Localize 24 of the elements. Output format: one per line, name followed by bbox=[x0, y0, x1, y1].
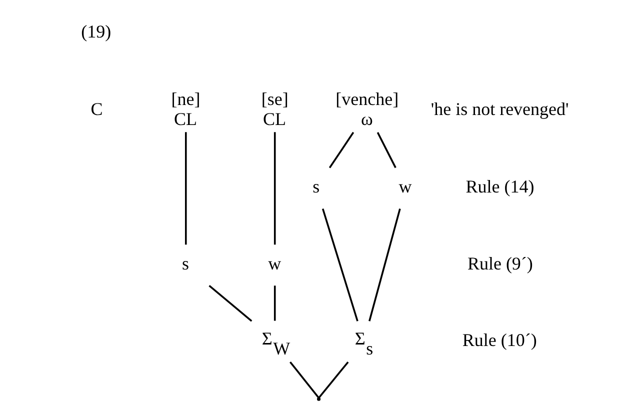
node-text: s bbox=[182, 253, 189, 274]
label: Rule (9´) bbox=[467, 253, 533, 274]
node-text: [ne] CL bbox=[171, 88, 200, 130]
node-point bbox=[317, 397, 321, 401]
label: (19) bbox=[81, 21, 112, 42]
connector bbox=[208, 284, 252, 322]
connector bbox=[318, 361, 349, 398]
connector bbox=[376, 132, 396, 168]
node-text: [se] CL bbox=[261, 88, 288, 130]
connector bbox=[290, 361, 320, 398]
node-text: s bbox=[312, 176, 320, 197]
connector bbox=[274, 132, 276, 245]
label: 'he is not revenged' bbox=[430, 98, 569, 119]
node-text: w bbox=[268, 253, 282, 274]
node-text: w bbox=[398, 176, 412, 197]
node-text: [venche] ω bbox=[336, 88, 399, 130]
label: C bbox=[90, 98, 103, 119]
connector bbox=[328, 132, 354, 168]
label: Rule (10´) bbox=[462, 330, 537, 350]
connector bbox=[322, 208, 358, 322]
label: Rule (14) bbox=[466, 176, 534, 197]
connector bbox=[184, 132, 187, 245]
connector bbox=[274, 286, 276, 321]
connector bbox=[368, 208, 401, 322]
